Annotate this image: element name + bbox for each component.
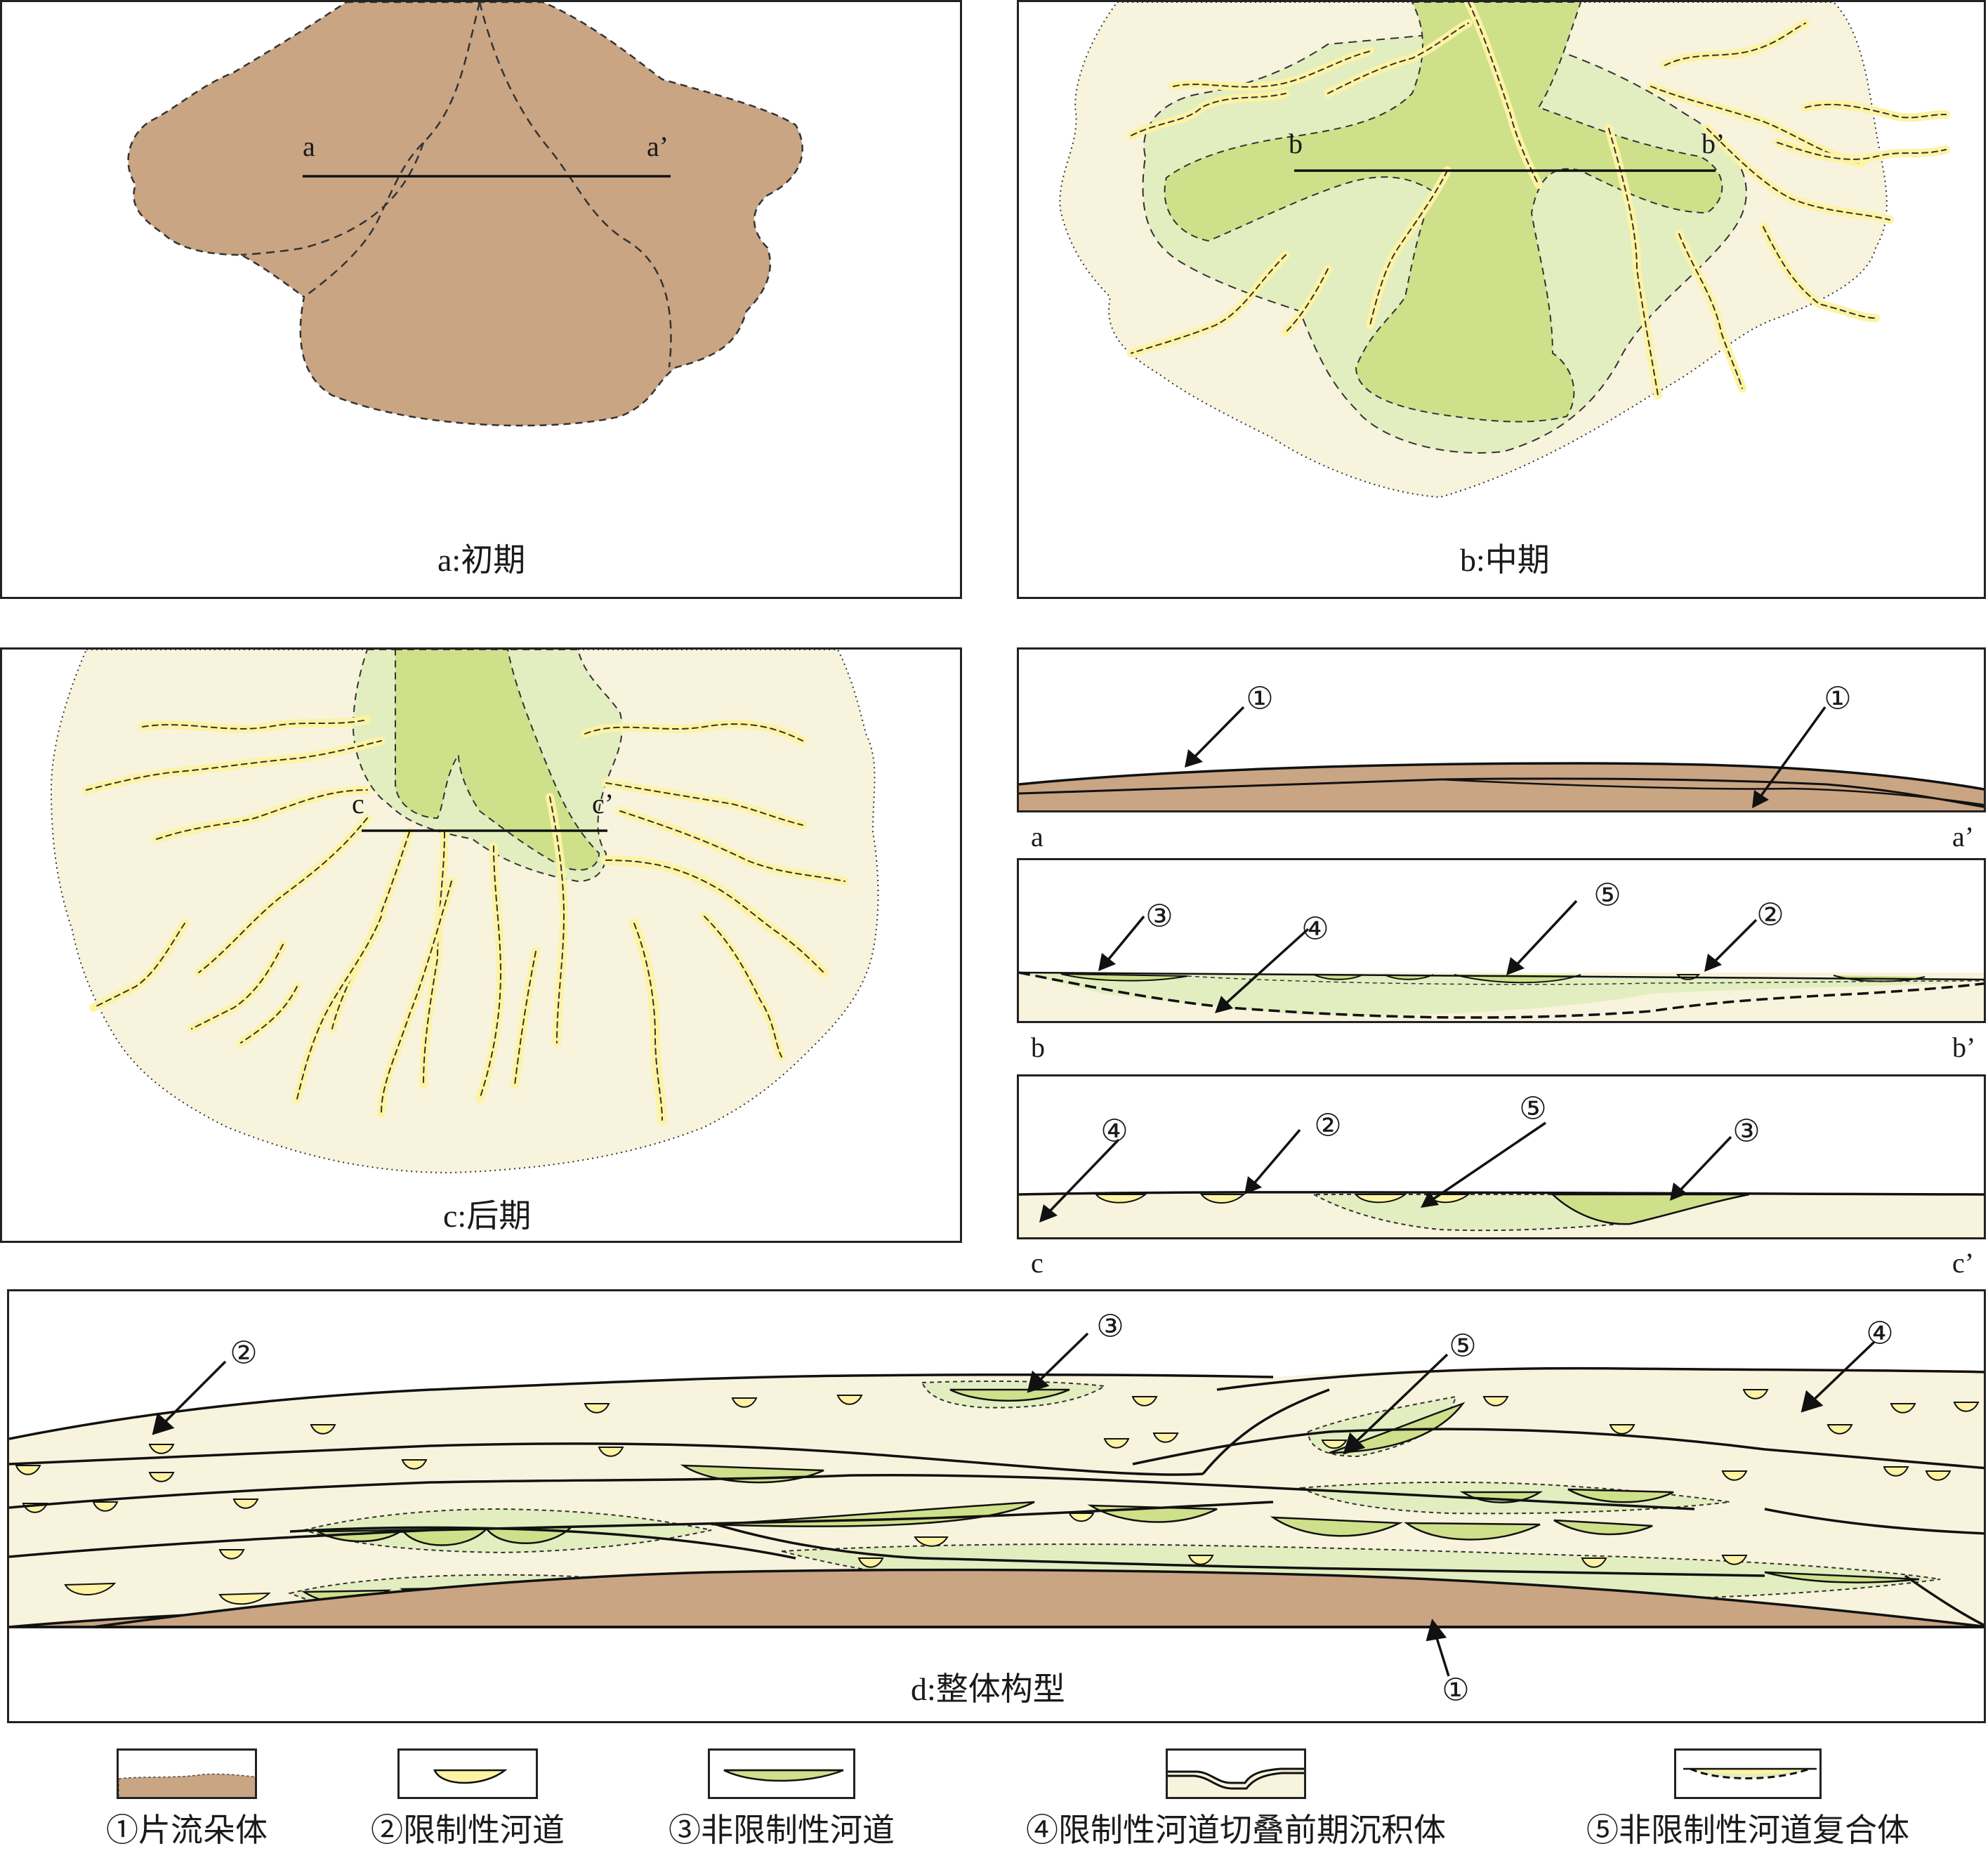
sheet-lobe-area	[127, 2, 803, 427]
marker-unrestricted-complex: ⑤	[1519, 1091, 1547, 1126]
panel-a-early: a a’ a:初期	[0, 0, 962, 599]
section-bb-drawing	[1019, 900, 1984, 1021]
panel-c-late: c c’ c:后期	[0, 647, 962, 1243]
panel-b-map	[1059, 2, 1950, 499]
unrestricted-channel-layer	[1550, 1193, 1750, 1225]
section-aa-right-label: a’	[1952, 821, 1975, 852]
unrestricted-channel-layer	[1060, 973, 1188, 982]
marker-restricted-channel: ②	[1314, 1108, 1342, 1143]
sheet-lobe-layer	[1019, 763, 1984, 810]
unrestricted-channel-area	[1164, 2, 1723, 423]
legend-label-unrestricted-channel: ③非限制性河道	[669, 1812, 895, 1848]
lobe-boundary	[478, 2, 672, 368]
restricted-channels	[15, 1389, 1980, 1623]
panel-c-map	[50, 650, 879, 1174]
panel-d-overall-architecture: ② ③ ⑤ ④ ① d:整体构型	[7, 1289, 1986, 1723]
restricted-channels	[1127, 2, 1950, 400]
marker-restricted-channel: ②	[1756, 897, 1784, 933]
marker-unrestricted-channel: ③	[1096, 1309, 1124, 1344]
legend-swatch-sheet-lobe	[117, 1748, 257, 1799]
marker-unrestricted-complex: ⑤	[1449, 1329, 1477, 1364]
legend-label-cut-deposit: ④限制性河道切叠前期沉积体	[1026, 1812, 1446, 1848]
legend-label-restricted-channel: ②限制性河道	[371, 1812, 565, 1848]
marker-unrestricted-channel: ③	[1732, 1114, 1760, 1149]
marker-cut-deposit: ④	[1301, 911, 1329, 947]
legend-label-unrestricted-complex: ⑤非限制性河道复合体	[1586, 1812, 1909, 1848]
legend-swatch-restricted-channel	[397, 1748, 538, 1799]
legend-label-sheet-lobe: ①片流朵体	[106, 1812, 268, 1848]
legend-swatch-unrestricted-complex	[1674, 1748, 1822, 1799]
section-aa-drawing	[1019, 706, 1984, 810]
panel-b-middle: b b’ b:中期	[1017, 0, 1986, 599]
lobe-boundary	[240, 142, 425, 256]
section-cc-panel: ④ ② ⑤ ③	[1017, 1074, 1986, 1239]
panel-b-caption: b:中期	[1460, 542, 1550, 578]
section-bb-panel: ③ ④ ⑤ ②	[1017, 858, 1986, 1023]
marker-restricted-channel: ②	[230, 1336, 258, 1371]
section-label-c: c	[352, 788, 364, 819]
section-label-c-prime: c’	[592, 788, 614, 819]
section-label-a-prime: a’	[647, 131, 669, 162]
section-cc-right-label: c’	[1952, 1247, 1975, 1279]
lobe-boundary	[303, 2, 481, 298]
marker-sheet-lobe: ①	[1824, 681, 1852, 716]
panel-d-caption: d:整体构型	[911, 1671, 1065, 1707]
sheet-lobe-layer	[93, 1568, 1984, 1628]
pointer-arrows	[152, 1332, 1876, 1677]
marker-sheet-lobe: ①	[1246, 681, 1274, 716]
section-aa-panel: ① ①	[1017, 647, 1986, 812]
unrestricted-complex-layer	[1019, 973, 1984, 1015]
layer-boundaries	[9, 1366, 1984, 1628]
background-deposit-area	[50, 650, 879, 1174]
section-cc-drawing	[1019, 1121, 1984, 1237]
panel-c-caption: c:后期	[443, 1198, 532, 1234]
section-label-b-prime: b’	[1701, 128, 1725, 159]
section-aa-left-label: a	[1031, 821, 1044, 852]
panel-a-map	[127, 2, 803, 427]
section-cc-left-label: c	[1031, 1247, 1044, 1279]
marker-unrestricted-complex: ⑤	[1593, 878, 1621, 913]
restricted-channels	[82, 716, 849, 1125]
section-label-b: b	[1289, 128, 1303, 159]
marker-cut-deposit: ④	[1866, 1316, 1894, 1351]
section-bb-left-label: b	[1031, 1032, 1045, 1063]
section-label-a: a	[303, 131, 315, 162]
panel-a-caption: a:初期	[437, 542, 526, 578]
section-bb-right-label: b’	[1952, 1032, 1976, 1063]
marker-sheet-lobe: ①	[1442, 1673, 1470, 1708]
legend-swatch-unrestricted-channel	[708, 1748, 855, 1799]
marker-cut-deposit: ④	[1100, 1114, 1128, 1149]
panel-d-drawing	[9, 1332, 1984, 1677]
unrestricted-channel-area	[394, 650, 600, 871]
marker-unrestricted-channel: ③	[1145, 899, 1173, 934]
legend-swatch-cut-deposit	[1166, 1748, 1306, 1799]
